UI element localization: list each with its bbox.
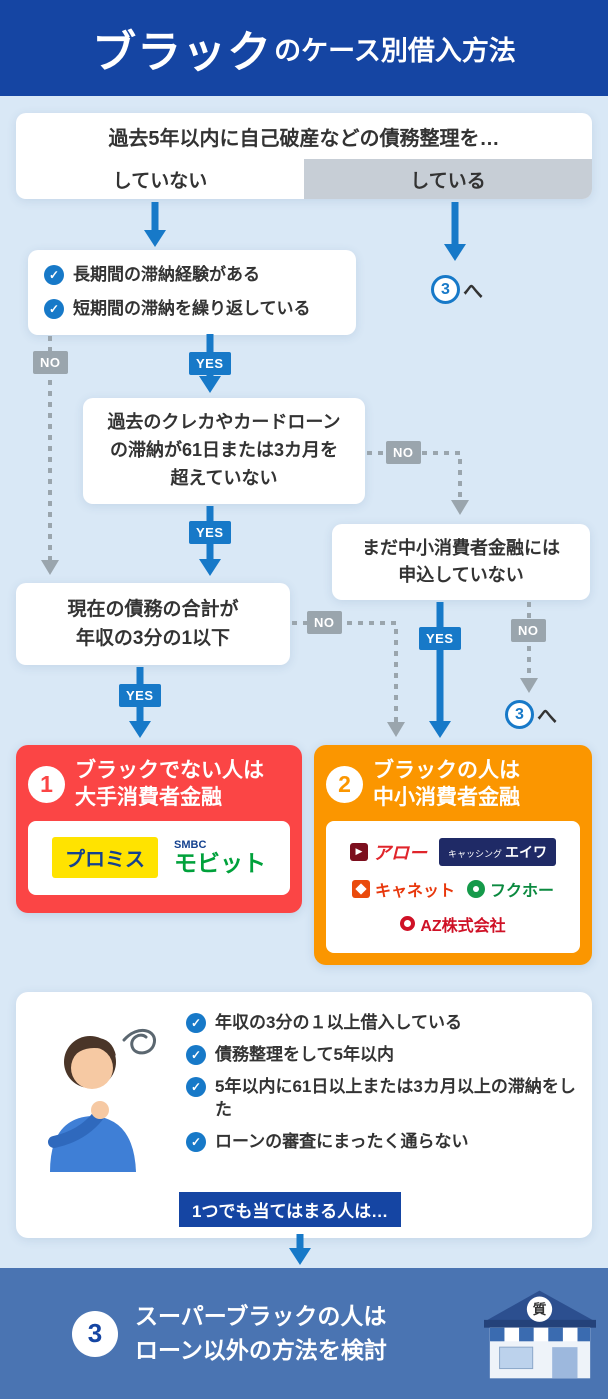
question-title: 過去5年以内に自己破産などの債務整理を…: [108, 127, 500, 150]
goto-suffix: へ: [463, 281, 483, 303]
condition-item: 長期間の滞納経験がある: [44, 264, 340, 287]
pawn-sign-text: 質: [533, 1301, 547, 1317]
page-title-rest: のケース別借入方法: [274, 35, 516, 66]
az-icon: [400, 916, 416, 932]
page-title: ブラック のケース別借入方法: [0, 0, 608, 96]
dashed-no-to-goto3: [520, 602, 538, 693]
canet-icon: [351, 879, 370, 898]
yes-tag: YES: [189, 352, 231, 375]
condition-small-lender: まだ中小消費者金融には 申込していない: [332, 524, 590, 600]
super-black-banner: 3 スーパーブラックの人は ローン以外の方法を検討 質: [0, 1268, 608, 1399]
thinking-person-illustration: [48, 1029, 156, 1172]
condition-past-delinquency: 過去のクレカやカードローン の滞納が61日または3カ月を 超えていない: [83, 398, 365, 504]
checklist-item: 年収の3分の１以上借入している: [186, 1012, 578, 1035]
question-debt-restructuring: 過去5年以内に自己破産などの債務整理を… していない している: [16, 113, 592, 199]
result-major-lenders: 1 ブラックでない人は 大手消費者金融 プロミス SMBC モビット: [16, 745, 302, 913]
result1-title: ブラックでない人は 大手消費者金融: [75, 759, 264, 810]
goto-step3-bottom: 3 へ: [505, 700, 557, 729]
condition-current-debt: 現在の債務の合計が 年収の3分の1以下: [16, 583, 290, 665]
super-black-checklist: 年収の3分の１以上借入している 債務整理をして5年以内 5年以内に61日以上また…: [186, 1012, 578, 1163]
page-title-emphasis: ブラック: [92, 28, 273, 77]
arrow-option-left-down: [144, 202, 166, 247]
banner-title: スーパーブラックの人は ローン以外の方法を検討: [135, 1303, 387, 1363]
arrow-option-right-down: [444, 202, 466, 261]
dashed-no-to-result2: [292, 621, 405, 737]
goto-step3-top: 3 へ: [431, 275, 483, 304]
fukuho-icon: [467, 879, 485, 898]
arrow-lender-icon: [349, 842, 368, 861]
no-tag: NO: [33, 351, 68, 374]
condition-item-text: 短期間の滞納を繰り返している: [73, 298, 311, 318]
result-small-lenders: 2 ブラックの人は 中小消費者金融 アロー キャッシング エイワ キャネット: [314, 745, 592, 965]
canet-logo: キャネット: [351, 877, 455, 901]
arrow-yes-to-result2: [429, 602, 451, 738]
no-tag: NO: [511, 619, 546, 642]
yes-tag: YES: [119, 684, 161, 707]
result1-logos: プロミス SMBC モビット: [28, 820, 290, 895]
check-icon: [44, 298, 64, 319]
no-tag: NO: [386, 441, 421, 464]
yes-tag: YES: [419, 627, 461, 650]
checklist-item: 5年以内に61日以上または3カ月以上の滞納をした: [186, 1076, 578, 1122]
fukuho-logo: フクホー: [467, 877, 554, 901]
eiwa-logo: キャッシング エイワ: [438, 837, 556, 866]
option-not-done: していない: [112, 170, 208, 192]
step-3-badge: 3: [72, 1310, 118, 1357]
pawn-shop-illustration: 質: [484, 1290, 596, 1379]
pawn-sign-icon: [526, 1296, 553, 1322]
condition-item-text: 長期間の滞納経験がある: [73, 265, 260, 284]
check-icon: [186, 1131, 206, 1152]
mobit-text: モビット: [174, 849, 266, 876]
circled-3-icon: 3: [505, 700, 534, 729]
smbc-text: SMBC: [174, 838, 207, 851]
step-2-badge: 2: [326, 765, 363, 803]
step-1-badge: 1: [28, 765, 65, 803]
promise-logo: プロミス: [52, 837, 158, 879]
checklist-item: ローンの審査にまったく通らない: [186, 1131, 578, 1154]
check-icon: [186, 1044, 206, 1065]
arrow-lender-logo: アロー: [349, 839, 427, 865]
check-icon: [186, 1013, 206, 1033]
result2-title: ブラックの人は 中小消費者金融: [373, 759, 520, 810]
yes-tag: YES: [189, 521, 231, 544]
applies-to-anyone-label: 1つでも当てはまる人は…: [179, 1192, 402, 1227]
condition-delinquency-history: 長期間の滞納経験がある 短期間の滞納を繰り返している: [28, 250, 356, 335]
condition-item: 短期間の滞納を繰り返している: [44, 298, 340, 321]
checklist-item: 債務整理をして5年以内: [186, 1044, 578, 1067]
az-logo: AZ株式会社: [400, 912, 506, 936]
thought-swirl-icon: [122, 1029, 156, 1055]
option-done: している: [304, 159, 592, 199]
smbc-mobit-logo: SMBC モビット: [174, 839, 266, 876]
goto-suffix: へ: [537, 706, 557, 728]
check-icon: [44, 265, 64, 285]
no-tag: NO: [307, 611, 342, 634]
check-icon: [186, 1076, 206, 1097]
result2-logos: アロー キャッシング エイワ キャネット フクホー: [326, 820, 580, 953]
arrow-to-banner: [289, 1234, 311, 1265]
circled-3-icon: 3: [431, 275, 460, 304]
